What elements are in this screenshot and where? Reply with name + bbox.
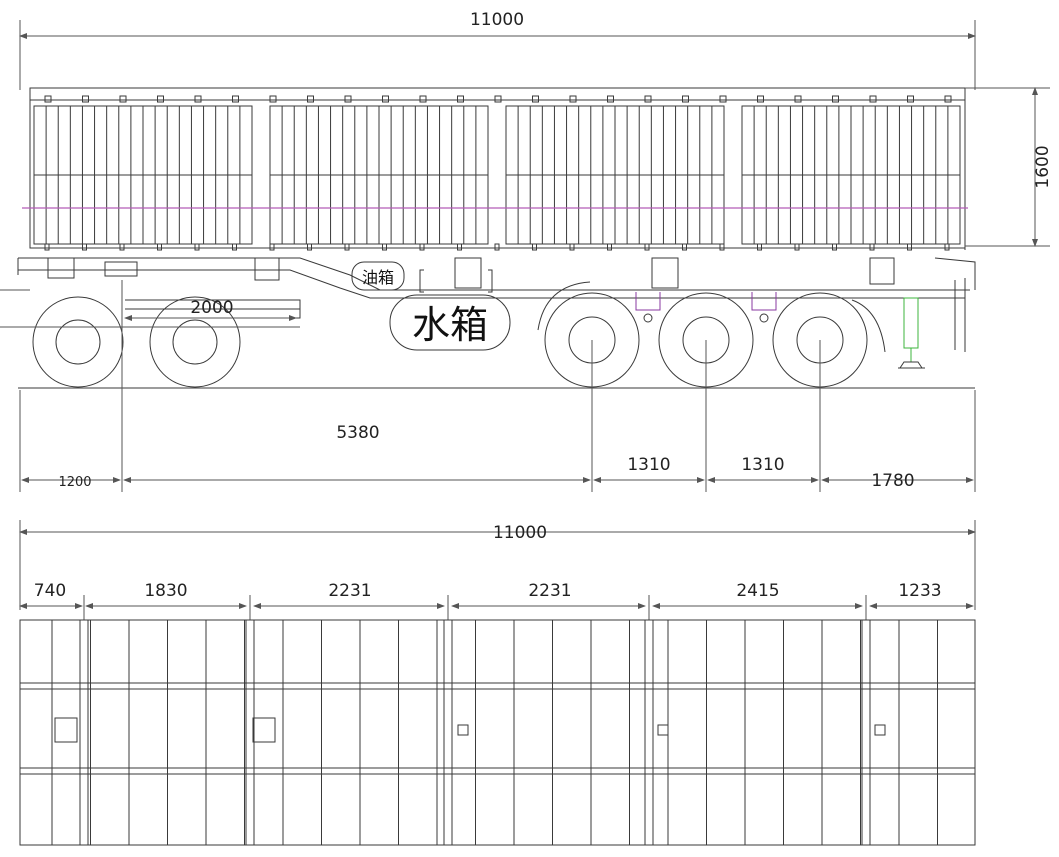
segment-label-3: 2231 bbox=[328, 581, 371, 601]
bottom-pin bbox=[719, 243, 725, 251]
front-mudguard bbox=[537, 281, 591, 331]
top-hook bbox=[682, 95, 689, 103]
top-hook bbox=[869, 95, 877, 103]
top-view: 11000 740 1830 2231 2231 2415 1233 bbox=[19, 520, 976, 846]
top-hook bbox=[269, 95, 277, 103]
top-hook bbox=[232, 95, 239, 103]
bottom-pin bbox=[944, 243, 950, 251]
top-hook bbox=[607, 95, 614, 103]
bottom-pin bbox=[269, 243, 275, 251]
twist-locks bbox=[54, 717, 886, 743]
bottom-pin bbox=[307, 243, 312, 251]
king-pin-to-axle-label: 5380 bbox=[336, 423, 379, 443]
cargo-height-dimension: 1600 bbox=[965, 87, 1053, 247]
segment-label-2: 1830 bbox=[144, 581, 187, 601]
panel-slats bbox=[45, 106, 949, 244]
top-hook bbox=[382, 95, 389, 103]
top-hook bbox=[794, 95, 802, 103]
top-hook bbox=[307, 95, 314, 103]
landing-leg bbox=[898, 297, 925, 369]
top-hook bbox=[419, 95, 427, 103]
top-overall-length-dimension: 11000 bbox=[19, 520, 976, 610]
top-hook bbox=[194, 95, 202, 103]
suspension-brackets bbox=[635, 292, 777, 323]
top-hook bbox=[944, 95, 952, 103]
overall-length-dimension: 11000 bbox=[19, 10, 976, 90]
bottom-pin bbox=[194, 243, 200, 251]
top-hook bbox=[757, 95, 764, 103]
top-hook bbox=[907, 95, 914, 103]
top-overall-length-label: 11000 bbox=[493, 523, 547, 543]
bottom-pin bbox=[907, 243, 912, 251]
top-hook bbox=[82, 95, 89, 103]
bottom-pin bbox=[232, 243, 237, 251]
tractor-wheel-front bbox=[32, 296, 124, 388]
cross-members bbox=[79, 620, 871, 845]
bottom-pin bbox=[157, 243, 162, 251]
bottom-pin bbox=[794, 243, 800, 251]
bottom-pin bbox=[682, 243, 687, 251]
bottom-pin bbox=[382, 243, 387, 251]
top-hook bbox=[532, 95, 539, 103]
top-hook bbox=[344, 95, 352, 103]
bottom-pin bbox=[532, 243, 537, 251]
top-hook bbox=[494, 95, 502, 103]
bottom-pin bbox=[607, 243, 612, 251]
bottom-pin bbox=[869, 243, 875, 251]
cargo-height-label: 1600 bbox=[1033, 145, 1053, 188]
bottom-pin bbox=[119, 243, 125, 251]
rear-overhang-label: 1780 bbox=[871, 471, 914, 491]
axle-dimensions bbox=[19, 280, 976, 492]
fuel-tank: 油箱 bbox=[351, 261, 493, 293]
chassis-frame bbox=[17, 257, 976, 352]
floor-ribs bbox=[51, 620, 938, 845]
top-hook bbox=[457, 95, 464, 103]
segment-label-6: 1233 bbox=[898, 581, 941, 601]
bottom-pin bbox=[757, 243, 762, 251]
top-hook bbox=[644, 95, 652, 103]
bottom-pin bbox=[457, 243, 462, 251]
fuel-tank-label: 油箱 bbox=[362, 268, 394, 287]
king-pin-offset-label: 2000 bbox=[190, 298, 233, 318]
bottom-pin bbox=[494, 243, 500, 251]
segment-label-4: 2231 bbox=[528, 581, 571, 601]
bottom-pin bbox=[344, 243, 350, 251]
side-view: 11000 bbox=[0, 10, 1053, 492]
rear-mudguard bbox=[851, 299, 886, 353]
top-hook bbox=[719, 95, 727, 103]
top-hook bbox=[119, 95, 127, 103]
top-hook bbox=[157, 95, 164, 103]
top-hooks bbox=[44, 95, 952, 103]
bottom-pin bbox=[569, 243, 575, 251]
top-hook bbox=[44, 95, 52, 103]
axle-spacing-1-label: 1310 bbox=[627, 455, 670, 475]
water-tank: 水箱 bbox=[389, 294, 511, 351]
bottom-pin bbox=[419, 243, 425, 251]
segment-dimensions bbox=[19, 595, 974, 620]
front-overhang-label: 1200 bbox=[58, 475, 91, 490]
floor-frame bbox=[19, 619, 976, 846]
bottom-pin bbox=[832, 243, 837, 251]
top-hook bbox=[569, 95, 577, 103]
bottom-pin bbox=[44, 243, 50, 251]
overall-length-label: 11000 bbox=[470, 10, 524, 30]
cargo-box bbox=[29, 87, 966, 251]
bottom-pins bbox=[44, 243, 950, 251]
water-tank-label: 水箱 bbox=[412, 303, 488, 347]
segment-label-5: 2415 bbox=[736, 581, 779, 601]
king-pin-offset-dimension: 2000 bbox=[0, 289, 300, 328]
bottom-pin bbox=[82, 243, 87, 251]
top-hook bbox=[832, 95, 839, 103]
segment-label-1: 740 bbox=[34, 581, 66, 601]
bottom-pin bbox=[644, 243, 650, 251]
axle-spacing-2-label: 1310 bbox=[741, 455, 784, 475]
